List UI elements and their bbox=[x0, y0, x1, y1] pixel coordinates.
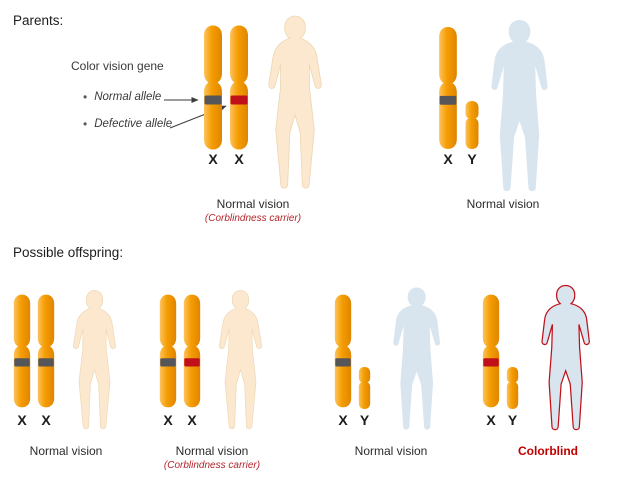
y-chromosome bbox=[506, 367, 519, 409]
chromosome-label: X bbox=[486, 412, 496, 428]
x-chromosome bbox=[13, 294, 31, 408]
x-chromosome bbox=[183, 294, 201, 408]
offspring-heading: Possible offspring: bbox=[13, 245, 124, 260]
normal-allele-band bbox=[204, 95, 222, 105]
carrier-subcaption: (Corblindness carrier) bbox=[204, 213, 302, 224]
male-silhouette-colorblind bbox=[541, 284, 590, 431]
chromosome-label: X bbox=[187, 412, 197, 428]
chromosome-label: Y bbox=[467, 151, 477, 167]
x-chromosome bbox=[482, 294, 500, 408]
chromosome-label: X bbox=[17, 412, 27, 428]
female-silhouette bbox=[218, 289, 263, 430]
defective-allele-band bbox=[483, 358, 499, 367]
male-silhouette bbox=[491, 19, 548, 192]
x-chromosome bbox=[439, 27, 457, 149]
caption: Normal vision bbox=[29, 444, 103, 458]
legend-title: Color vision gene bbox=[71, 59, 164, 73]
caption: Normal vision bbox=[466, 197, 540, 211]
defective-allele-band bbox=[230, 95, 248, 105]
female-silhouette bbox=[268, 15, 322, 189]
caption: Normal vision bbox=[175, 444, 249, 458]
defective-allele-band bbox=[184, 358, 200, 367]
normal-allele-band bbox=[38, 358, 54, 367]
chromosome-label: X bbox=[163, 412, 173, 428]
chromosome-label: X bbox=[234, 151, 244, 167]
y-chromosome bbox=[358, 367, 371, 409]
caption: Normal vision bbox=[216, 197, 290, 211]
chromosome-label: X bbox=[41, 412, 51, 428]
legend-item-normal-allele: • Normal allele bbox=[83, 91, 161, 103]
caption: Colorblind bbox=[518, 444, 578, 458]
chromosome-label: X bbox=[338, 412, 348, 428]
x-chromosome bbox=[37, 294, 55, 408]
normal-allele-band bbox=[14, 358, 30, 367]
y-chromosome bbox=[465, 101, 479, 149]
x-chromosome bbox=[159, 294, 177, 408]
legend-item-label: Normal allele bbox=[94, 91, 162, 103]
chromosome-label: X bbox=[208, 151, 218, 167]
chromosome-label: Y bbox=[507, 412, 518, 428]
caption: Normal vision bbox=[354, 444, 428, 458]
chromosome-label: X bbox=[443, 151, 453, 167]
parents-heading: Parents: bbox=[13, 13, 64, 28]
normal-allele-band bbox=[160, 358, 176, 367]
female-silhouette bbox=[72, 289, 117, 430]
normal-allele-band bbox=[335, 358, 351, 367]
bullet-icon: • bbox=[83, 90, 88, 104]
normal-allele-band bbox=[439, 95, 457, 105]
legend-item-label: Defective allele bbox=[94, 118, 173, 130]
x-chromosome bbox=[334, 294, 352, 408]
legend-item-defective-allele: • Defective allele bbox=[83, 118, 172, 130]
chromosome-label: Y bbox=[359, 412, 370, 428]
male-silhouette bbox=[393, 287, 441, 430]
carrier-subcaption: (Corblindness carrier) bbox=[163, 460, 261, 471]
x-chromosome bbox=[204, 25, 222, 150]
x-chromosome bbox=[230, 25, 248, 150]
bullet-icon: • bbox=[83, 117, 88, 131]
